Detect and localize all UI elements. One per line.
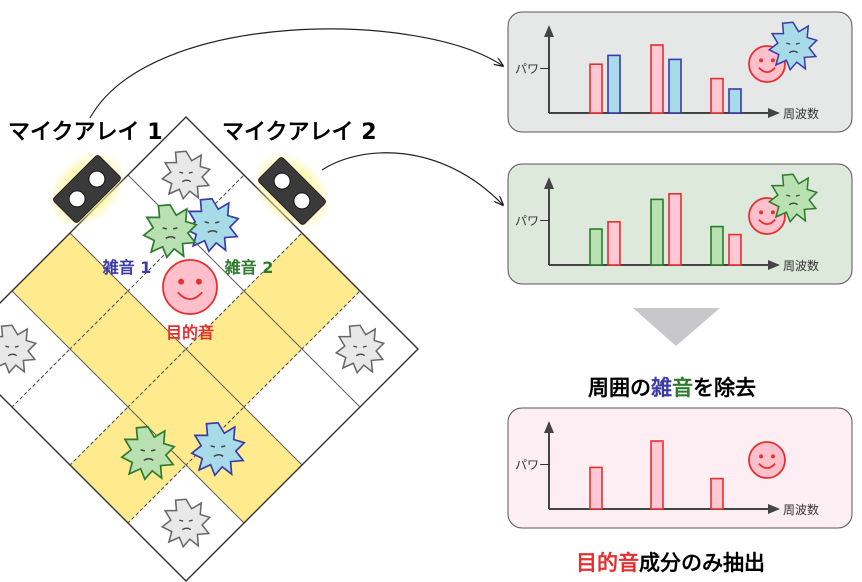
- bar: [710, 477, 724, 510]
- burst-face: [786, 194, 800, 206]
- down-arrow: [633, 308, 720, 346]
- smiley-eye: [770, 58, 775, 63]
- bar: [668, 58, 682, 114]
- bar: [650, 198, 664, 266]
- microphone-grid: 雑音 1 雑音 2 目的音: [0, 116, 419, 582]
- smiley-eye: [759, 454, 764, 459]
- smiley-face: [162, 259, 218, 315]
- mic-hole: [68, 190, 86, 208]
- bar: [650, 44, 664, 114]
- caption-remove-part: 周囲の: [588, 376, 651, 400]
- x-axis-label: 周波数: [783, 106, 819, 121]
- caption-remove-noise: 周囲の雑音を除去: [588, 372, 756, 402]
- burst-face: [204, 221, 220, 233]
- grid-border: [0, 116, 419, 582]
- caption-remove-noise-char1: 雑: [651, 376, 672, 400]
- burst-face: [179, 171, 193, 183]
- smiley-eye: [770, 454, 775, 459]
- smiley-face: [748, 197, 786, 235]
- burst-shape: [0, 324, 37, 374]
- caption-extract-tail: 成分のみ抽出: [639, 551, 765, 575]
- bar: [710, 225, 724, 266]
- smiley-mouth: [758, 462, 776, 469]
- bar: [650, 440, 664, 510]
- smiley-eye: [759, 58, 764, 63]
- bar: [728, 88, 742, 114]
- panel-noise-icon: [768, 173, 818, 223]
- gray-noise-icon: [161, 498, 211, 548]
- noise2-label: 雑音 2: [224, 258, 274, 277]
- y-axis-label: パワー: [515, 214, 551, 228]
- target-smiley-icon: [162, 259, 218, 315]
- burst-face: [140, 449, 156, 461]
- mic-body: [258, 157, 326, 225]
- noise2-icon: [142, 203, 198, 259]
- mic-array-2-label: マイクアレイ 2: [222, 120, 377, 145]
- mic-array-2-icon: [243, 142, 341, 240]
- noise1-icon: [190, 421, 246, 477]
- smiley-face: [748, 45, 786, 83]
- panel-smiley-icon: [748, 197, 786, 235]
- panel-noise-icon: [768, 21, 818, 71]
- bar: [589, 466, 603, 510]
- gray-noise-icon: [0, 324, 37, 374]
- burst-face: [179, 519, 193, 531]
- y-axis-label: パワー: [515, 458, 551, 472]
- bar: [607, 221, 621, 266]
- noise1-label: 雑音 1: [102, 258, 152, 277]
- smiley-face: [748, 441, 786, 479]
- gray-noise-icon: [161, 150, 211, 200]
- panel-smiley-icon: [748, 441, 786, 479]
- bar: [710, 77, 724, 114]
- gray-noise-icon: [335, 324, 385, 374]
- mic-array-1-label: マイクアレイ 1: [8, 120, 163, 145]
- bar: [589, 228, 603, 266]
- burst-face: [210, 445, 226, 457]
- burst-shape: [335, 324, 385, 374]
- x-axis-label: 周波数: [783, 502, 819, 517]
- smiley-eye: [195, 278, 202, 285]
- bar: [728, 233, 742, 266]
- caption-remove-tail: を除去: [693, 376, 756, 400]
- smiley-mouth: [177, 291, 203, 301]
- bar: [668, 193, 682, 266]
- mic-array-1-icon: [38, 140, 136, 238]
- caption-remove-noise-char2: 音: [672, 376, 693, 400]
- target-label: 目的音: [166, 323, 214, 342]
- arrow-array1-to-panel1: [89, 28, 503, 119]
- mic-body: [53, 155, 121, 223]
- smiley-eye: [770, 210, 775, 215]
- y-axis-label: パワー: [515, 62, 551, 76]
- bar: [589, 63, 603, 114]
- burst-face: [353, 345, 367, 357]
- arrow-array2-to-panel2: [321, 152, 503, 205]
- burst-shape: [142, 203, 198, 259]
- bar: [607, 54, 621, 114]
- smiley-eye: [178, 278, 185, 285]
- caption-extract-target-word: 目的音: [576, 551, 639, 575]
- burst-shape: [161, 150, 211, 200]
- burst-face: [786, 42, 800, 54]
- mic-hole: [293, 192, 311, 210]
- x-axis-label: 周波数: [783, 258, 819, 273]
- smiley-eye: [759, 210, 764, 215]
- noise1-icon: [184, 197, 240, 253]
- burst-face: [162, 227, 178, 239]
- mic-hole: [273, 172, 291, 190]
- panel-smiley-icon: [748, 45, 786, 83]
- noise2-icon: [120, 425, 176, 481]
- burst-shape: [161, 498, 211, 548]
- caption-extract-target: 目的音成分のみ抽出: [576, 547, 765, 577]
- mic-hole: [88, 170, 106, 188]
- smiley-mouth: [758, 66, 776, 73]
- smiley-mouth: [758, 218, 776, 225]
- burst-face: [5, 345, 19, 357]
